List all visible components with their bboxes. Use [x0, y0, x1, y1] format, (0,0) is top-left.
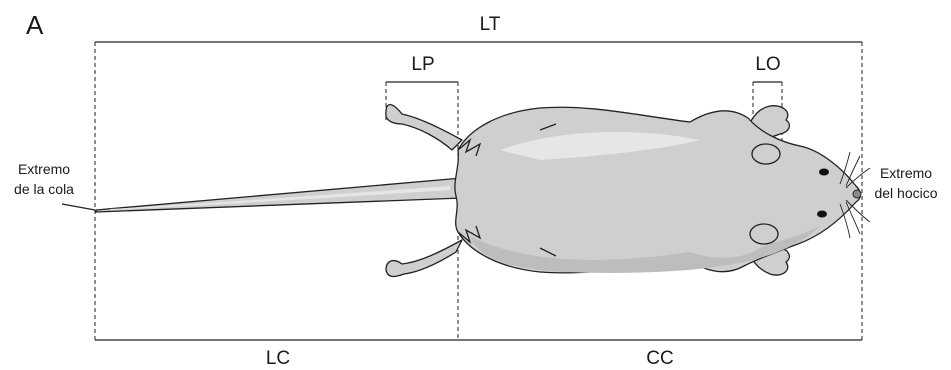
tail-tip-label-line1: Extremo [18, 161, 70, 177]
snout-tip-label-line1: Extremo [880, 165, 932, 181]
rodent-illustration [96, 105, 870, 277]
ear-length-label: LO [755, 54, 780, 75]
ear-upper [752, 144, 780, 164]
nose [853, 190, 861, 198]
panel-label: A [26, 10, 44, 40]
ear-lower [750, 224, 778, 244]
snout-tip-label-line2: del hocico [874, 185, 937, 201]
foot-length-label: LP [411, 54, 434, 75]
tail-tip-pointer [62, 204, 95, 210]
hind-foot-lower [386, 240, 462, 277]
tail-length-label: LC [266, 348, 290, 369]
head-body-length-label: CC [646, 348, 673, 369]
eye-upper [819, 169, 829, 176]
total-length-label: LT [480, 14, 501, 35]
eye-lower [817, 211, 827, 218]
hind-foot-upper [386, 105, 462, 150]
tail-tip-label-line2: de la cola [14, 181, 74, 197]
body [455, 107, 861, 273]
